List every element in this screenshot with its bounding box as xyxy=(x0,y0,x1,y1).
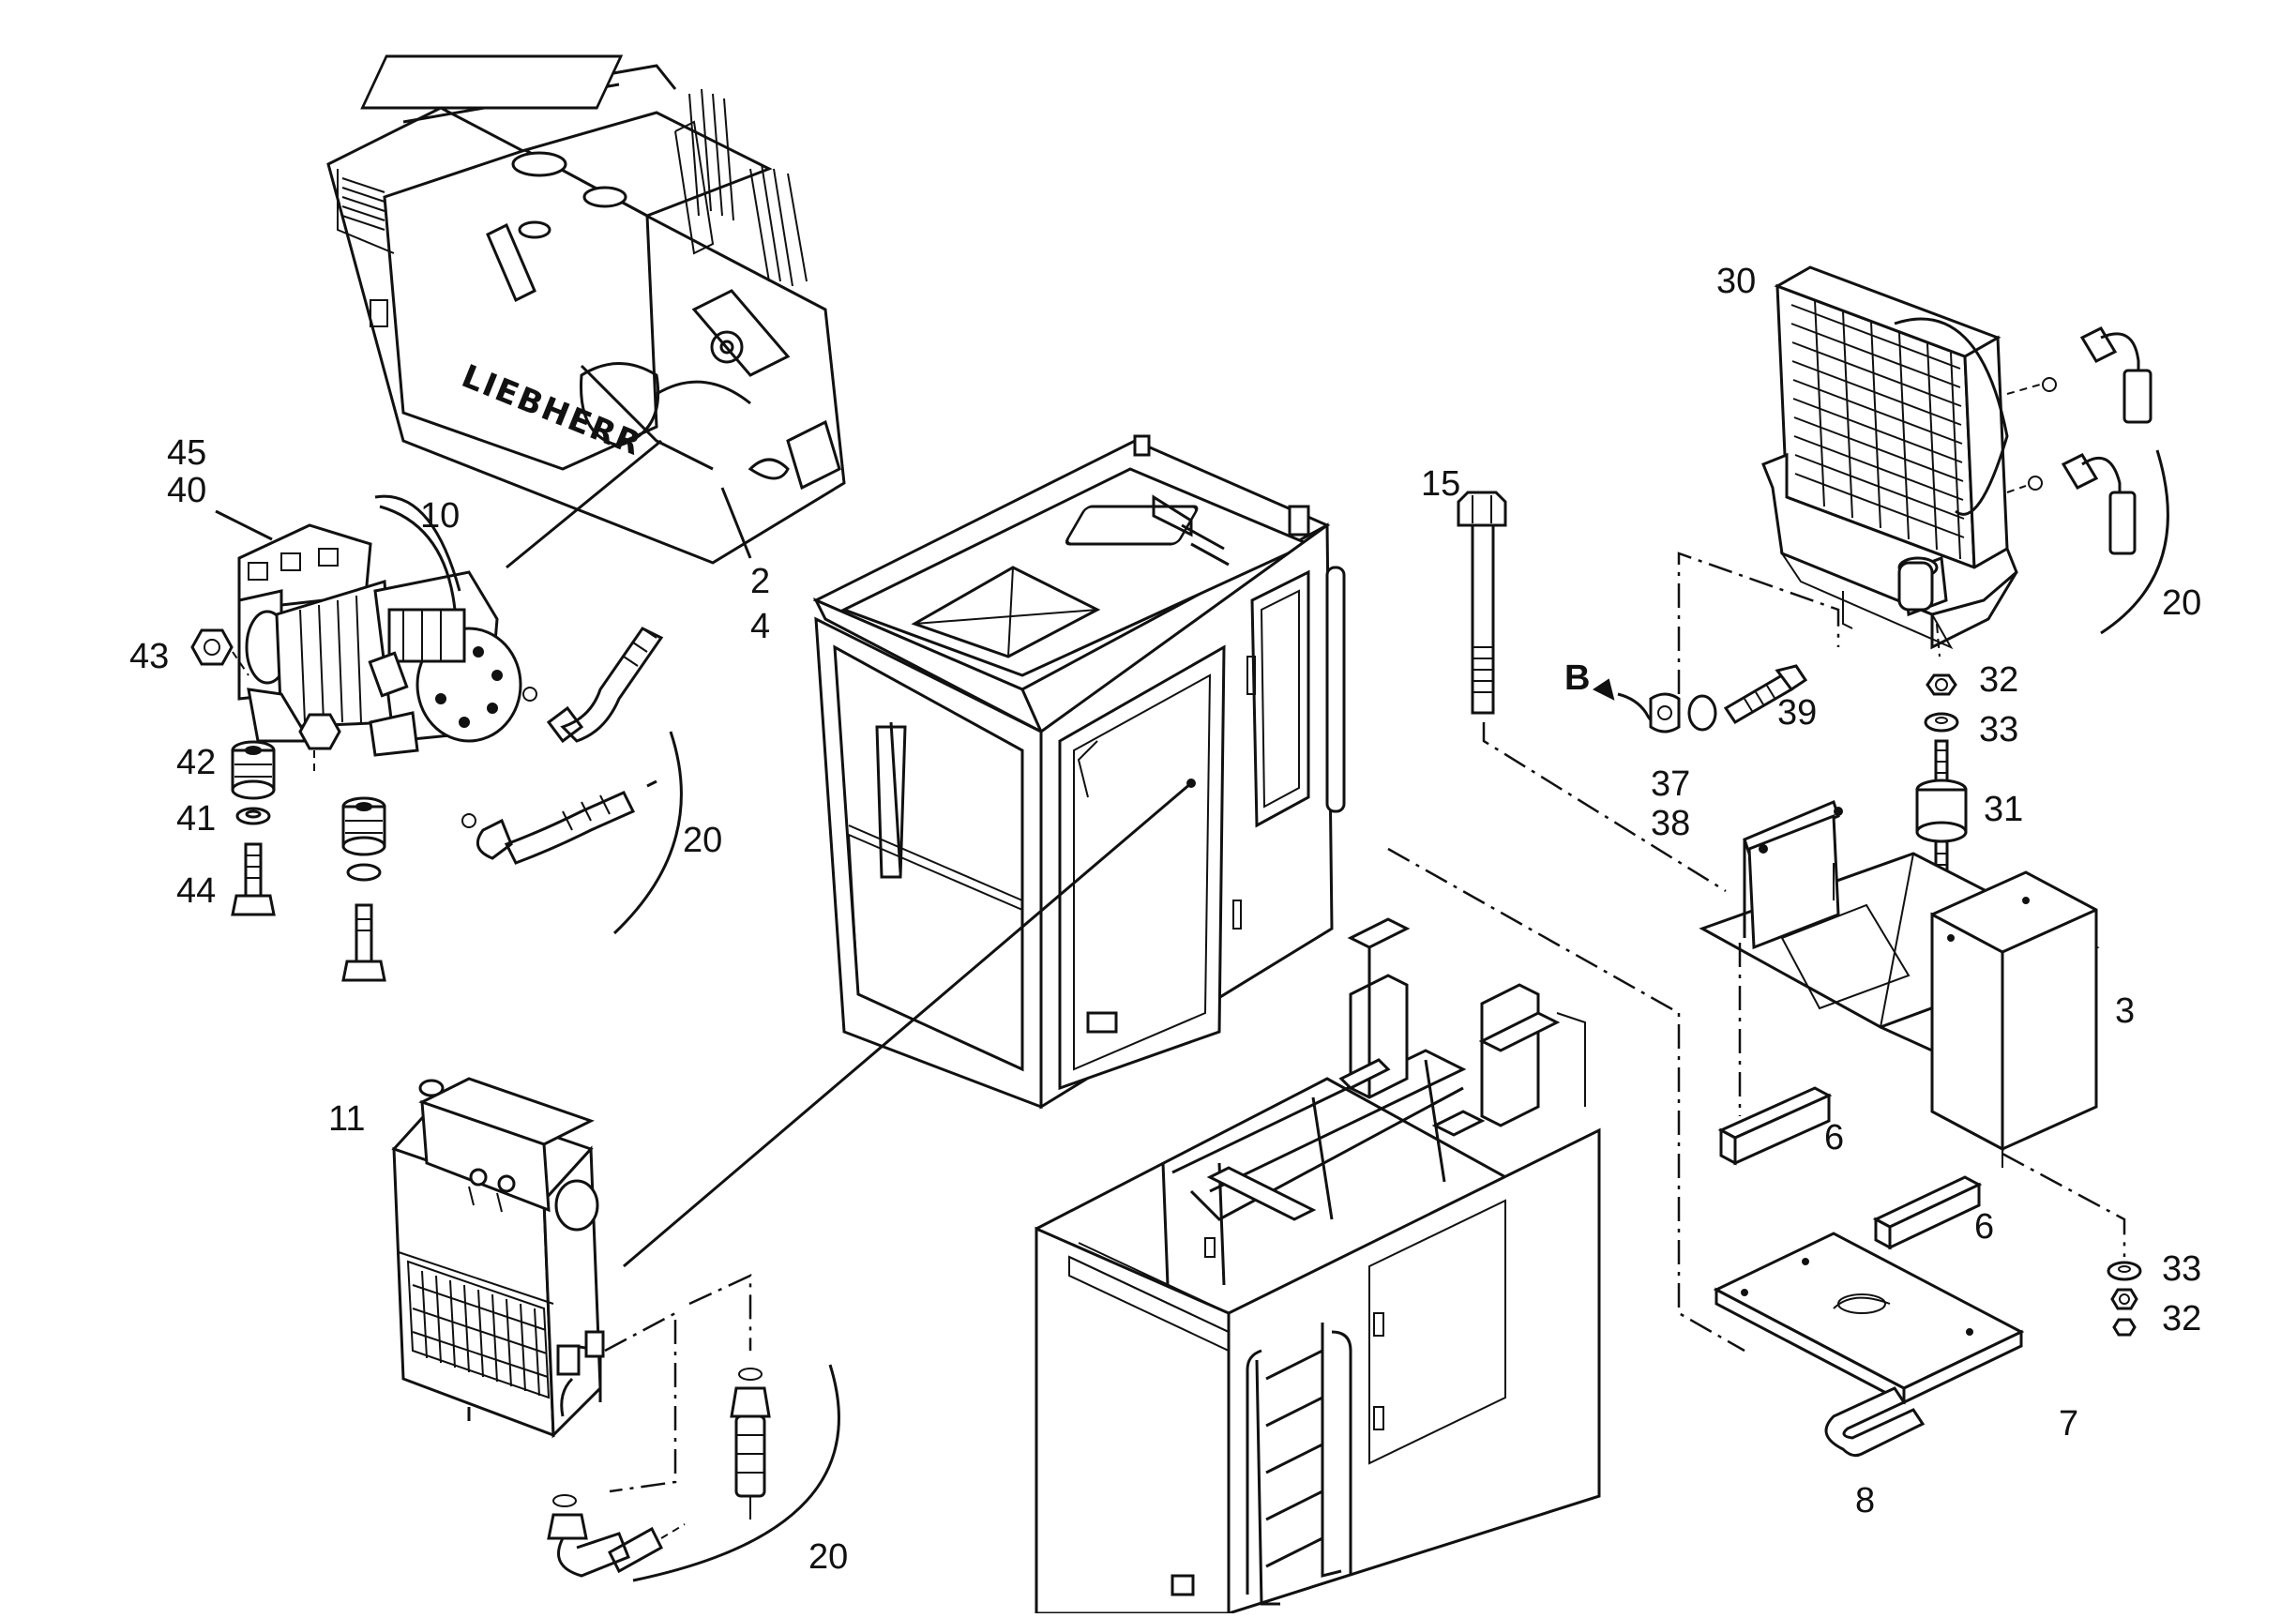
callout-10: 10 xyxy=(420,496,460,536)
callout-33-lower: 33 xyxy=(2162,1249,2201,1289)
base-plate-7 xyxy=(1713,1232,2025,1405)
callout-41: 41 xyxy=(176,799,216,839)
washer-41 xyxy=(235,807,271,825)
evaporator-grille xyxy=(412,1270,549,1397)
callout-8: 8 xyxy=(1855,1481,1875,1520)
callout-33-upper: 33 xyxy=(1979,710,2018,749)
callout-42: 42 xyxy=(176,743,216,782)
bolt-15 xyxy=(1457,491,1727,893)
uppercarriage-drawing: LIEBHERR xyxy=(326,54,846,569)
cab-base-frame-drawing xyxy=(1035,917,1601,1616)
ladder xyxy=(1246,1323,1352,1606)
callout-6-lower: 6 xyxy=(1974,1207,1994,1247)
operator-cab-drawing xyxy=(623,434,1346,1268)
hose-20-compressor xyxy=(461,627,683,935)
spacer-block-6a xyxy=(1717,1086,1833,1166)
leader-40-45 xyxy=(215,509,273,541)
callout-11: 11 xyxy=(328,1099,365,1139)
callout-20-compressor: 20 xyxy=(683,821,722,860)
vibration-isolator-31 xyxy=(1915,739,1968,924)
clamp-assembly-37-38-39 xyxy=(1593,552,1840,733)
callout-37: 37 xyxy=(1651,764,1690,804)
u-shim-8 xyxy=(1824,1386,1926,1458)
callout-40: 40 xyxy=(167,471,206,510)
callout-44: 44 xyxy=(176,871,216,911)
callout-4: 4 xyxy=(750,607,770,646)
nut-43-drawing xyxy=(190,628,234,666)
hose-20-evaporator xyxy=(547,1274,840,1582)
callout-38: 38 xyxy=(1651,804,1690,843)
leader-cab-11 xyxy=(623,781,1192,1268)
callout-20-evaporator: 20 xyxy=(808,1537,848,1577)
callout-7: 7 xyxy=(2059,1404,2078,1444)
evaporator-unit-11 xyxy=(391,1077,840,1582)
mounting-bracket-3 xyxy=(1387,799,2126,1353)
compressor-assembly xyxy=(190,494,683,982)
callout-39: 39 xyxy=(1777,693,1817,733)
bolt-44 xyxy=(231,842,276,916)
callout-2: 2 xyxy=(750,562,770,601)
condenser-mesh xyxy=(1790,299,1965,560)
callout-3: 3 xyxy=(2115,991,2135,1031)
spacer-block-6b xyxy=(1872,1175,1983,1250)
callout-43: 43 xyxy=(129,637,169,676)
callout-45: 45 xyxy=(167,433,206,473)
callout-numbers: 45 40 10 43 42 41 44 20 2 4 11 20 15 B 3… xyxy=(129,262,2201,1577)
callout-32-lower: 32 xyxy=(2162,1299,2201,1338)
leader-2-4 xyxy=(720,487,752,559)
callout-31: 31 xyxy=(1984,790,2023,829)
leader-10 xyxy=(506,439,662,569)
nut-washer-stack-lower xyxy=(2107,1261,2142,1337)
callout-6-upper: 6 xyxy=(1824,1118,1844,1157)
rubber-mount-42 xyxy=(231,740,276,800)
rubber-mount-42-b xyxy=(341,796,386,982)
callout-20-condenser: 20 xyxy=(2162,583,2201,623)
condenser-unit-30 xyxy=(1761,265,2169,658)
callout-32-upper: 32 xyxy=(1979,660,2018,700)
nut-washer-stack-upper xyxy=(1924,673,1959,733)
hose-20-condenser xyxy=(2100,449,2169,635)
callout-30: 30 xyxy=(1716,262,1756,301)
callout-15: 15 xyxy=(1421,464,1460,504)
view-marker-b: B xyxy=(1564,658,1590,698)
